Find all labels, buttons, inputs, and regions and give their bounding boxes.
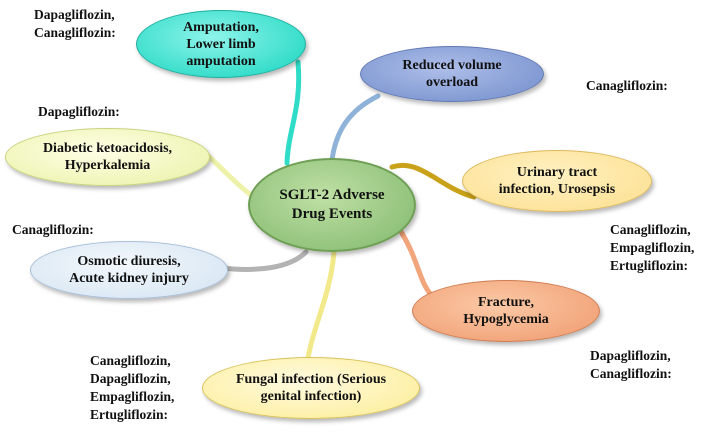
- drug-list-amputation: Dapagliflozin, Canagliflozin:: [34, 7, 116, 40]
- branch-label-osmotic-diuresis: Osmotic diuresis, Acute kidney injury: [69, 254, 189, 286]
- drug-list-osmotic-diuresis: Canagliflozin:: [12, 222, 94, 237]
- drug-list-reduced-volume: Canagliflozin:: [586, 78, 668, 93]
- connector-amput: [284, 59, 302, 166]
- center-node: SGLT-2 Adverse Drug Events: [248, 158, 416, 252]
- branch-label-reduced-volume: Reduced volume overload: [402, 58, 502, 90]
- connector-uti: [389, 162, 477, 200]
- center-label: SGLT-2 Adverse Drug Events: [279, 187, 385, 222]
- branch-node-fungal-infection: Fungal infection (Serious genital infect…: [202, 357, 420, 419]
- branch-label-amputation: Amputation, Lower limb amputation: [183, 19, 259, 69]
- branch-node-amputation: Amputation, Lower limb amputation: [136, 10, 306, 78]
- branch-label-urinary-tract: Urinary tract infection, Urosepsis: [498, 165, 616, 197]
- connector-keto: [201, 149, 255, 199]
- branch-label-fungal-infection: Fungal infection (Serious genital infect…: [235, 372, 387, 404]
- drug-list-fracture: Dapagliflozin, Canagliflozin:: [590, 348, 672, 381]
- branch-node-osmotic-diuresis: Osmotic diuresis, Acute kidney injury: [30, 241, 228, 299]
- branch-node-urinary-tract: Urinary tract infection, Urosepsis: [462, 150, 652, 212]
- branch-node-ketoacidosis: Diabetic ketoacidosis, Hyperkalemia: [5, 128, 210, 186]
- connector-fungal: [303, 249, 337, 375]
- drug-list-fungal-infection: Canagliflozin, Dapagliflozin, Empagliflo…: [90, 353, 175, 422]
- connector-osmotic: [219, 249, 309, 272]
- branch-label-ketoacidosis: Diabetic ketoacidosis, Hyperkalemia: [42, 141, 173, 173]
- drug-list-ketoacidosis: Dapagliflozin:: [38, 104, 120, 119]
- drug-list-urinary-tract: Canagliflozin, Empagliflozin, Ertugliflo…: [610, 222, 695, 273]
- branch-label-fracture: Fracture, Hypoglycemia: [463, 295, 549, 327]
- branch-node-fracture: Fracture, Hypoglycemia: [412, 280, 600, 342]
- connector-fracture: [397, 227, 437, 301]
- connector-volume: [329, 93, 381, 163]
- branch-node-reduced-volume: Reduced volume overload: [360, 46, 544, 102]
